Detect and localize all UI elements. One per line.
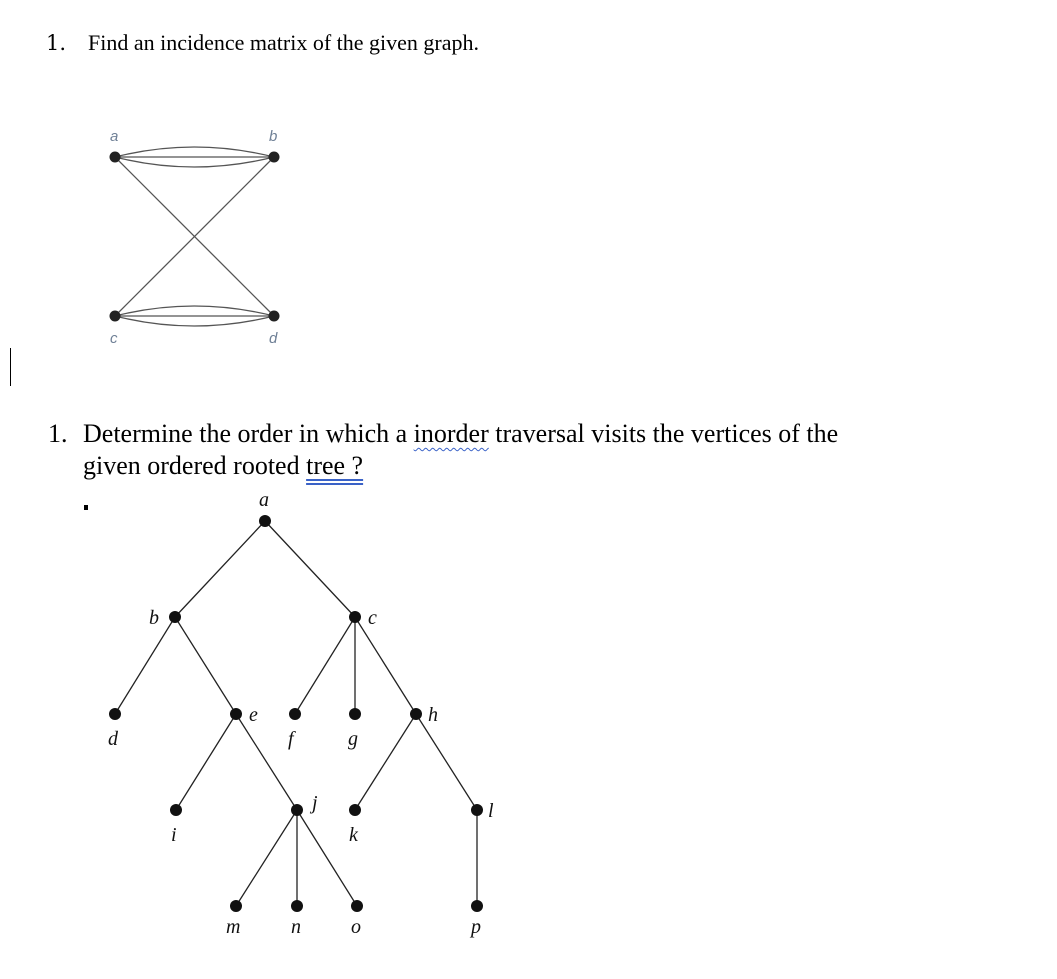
tree-edge-j-m <box>235 809 298 907</box>
graph-edge-b-c <box>114 156 275 317</box>
question-2-number: 1. <box>48 419 68 448</box>
tree-label-a: a <box>259 489 269 511</box>
tree-vertex-l <box>471 804 483 816</box>
tree-vertex-j <box>291 804 303 816</box>
tree-vertex-i <box>170 804 182 816</box>
tree-label-f: f <box>288 728 296 750</box>
graph-edge-a-b-lower <box>114 156 275 168</box>
tree-edge-h-k <box>354 713 417 811</box>
question-2-text-part2: traversal visits the vertices of the <box>488 419 839 448</box>
tree-label-m: m <box>226 916 240 938</box>
graph-label-b: b <box>269 128 277 145</box>
tree-vertex-k <box>349 804 361 816</box>
tree-vertex-f <box>289 708 301 720</box>
tree-label-b: b <box>149 607 159 629</box>
tree-edge-b-d <box>114 616 176 715</box>
tree-edge-j-o <box>296 809 358 907</box>
tree-label-c: c <box>368 607 377 629</box>
tree-label-k: k <box>349 824 359 846</box>
question-2-inorder-word: inorder <box>413 419 489 448</box>
graph-vertices <box>109 151 280 322</box>
tree-label-p: p <box>469 916 481 938</box>
graph-vertex-b <box>268 151 280 163</box>
tree-vertices <box>109 515 483 912</box>
tree-edge-b-e <box>174 616 237 715</box>
graph-labels: a b c d <box>110 128 278 347</box>
tree-label-g: g <box>348 728 358 750</box>
tree-vertex-d <box>109 708 121 720</box>
question-2-text-part1: Determine the order in which a <box>83 419 414 448</box>
question-2-tree-word: tree ? <box>306 451 364 480</box>
graph-edge-c-d-lower <box>114 315 275 327</box>
tree-edge-e-j <box>235 713 298 811</box>
graph-label-c: c <box>110 330 118 347</box>
text-cursor <box>10 348 11 386</box>
graph-vertex-d <box>268 310 280 322</box>
graph-edge-a-b-upper <box>114 146 275 158</box>
tree-label-d: d <box>108 728 119 750</box>
graph-vertex-c <box>109 310 121 322</box>
tree-label-n: n <box>291 916 301 938</box>
tree-vertex-p <box>471 900 483 912</box>
tree-vertex-e <box>230 708 242 720</box>
tree-vertex-a <box>259 515 271 527</box>
graph-label-d: d <box>269 330 278 347</box>
tree-label-h: h <box>428 704 438 726</box>
tree-edge-c-f <box>294 616 356 715</box>
tree-edge-e-i <box>175 713 237 811</box>
question-2-text-line2: given ordered rooted <box>83 451 307 480</box>
question-2-line-2: given ordered rooted tree ? <box>48 450 948 482</box>
question-1-text: Find an incidence matrix of the given gr… <box>88 30 479 55</box>
tree-vertex-n <box>291 900 303 912</box>
question-2: 1. Determine the order in which a inorder… <box>48 418 948 482</box>
question-1: 1. Find an incidence matrix of the given … <box>46 30 479 56</box>
tree-edge-a-c <box>264 520 356 618</box>
tree-label-e: e <box>249 704 258 726</box>
stray-bullet-mark <box>84 505 88 510</box>
question-1-number: 1. <box>46 31 67 55</box>
tree-label-j: j <box>309 792 318 814</box>
tree-label-o: o <box>351 916 361 938</box>
tree-label-i: i <box>171 824 177 846</box>
graph-vertex-a <box>109 151 121 163</box>
tree-vertex-c <box>349 611 361 623</box>
tree-vertex-g <box>349 708 361 720</box>
tree-labels: a b c d e f g h i j k l m n o p <box>108 489 494 938</box>
tree-vertex-b <box>169 611 181 623</box>
graph-label-a: a <box>110 128 118 145</box>
question-2-line-1: 1. Determine the order in which a inorder… <box>48 418 948 450</box>
tree-label-l: l <box>488 800 494 822</box>
tree-edge-c-h <box>354 616 417 715</box>
tree-edge-a-b <box>174 520 266 618</box>
incidence-graph <box>114 146 275 327</box>
tree-vertex-o <box>351 900 363 912</box>
tree-vertex-m <box>230 900 242 912</box>
rooted-tree <box>114 520 478 907</box>
tree-vertex-h <box>410 708 422 720</box>
tree-edge-h-l <box>415 713 478 811</box>
graph-edge-c-d-upper <box>114 305 275 317</box>
